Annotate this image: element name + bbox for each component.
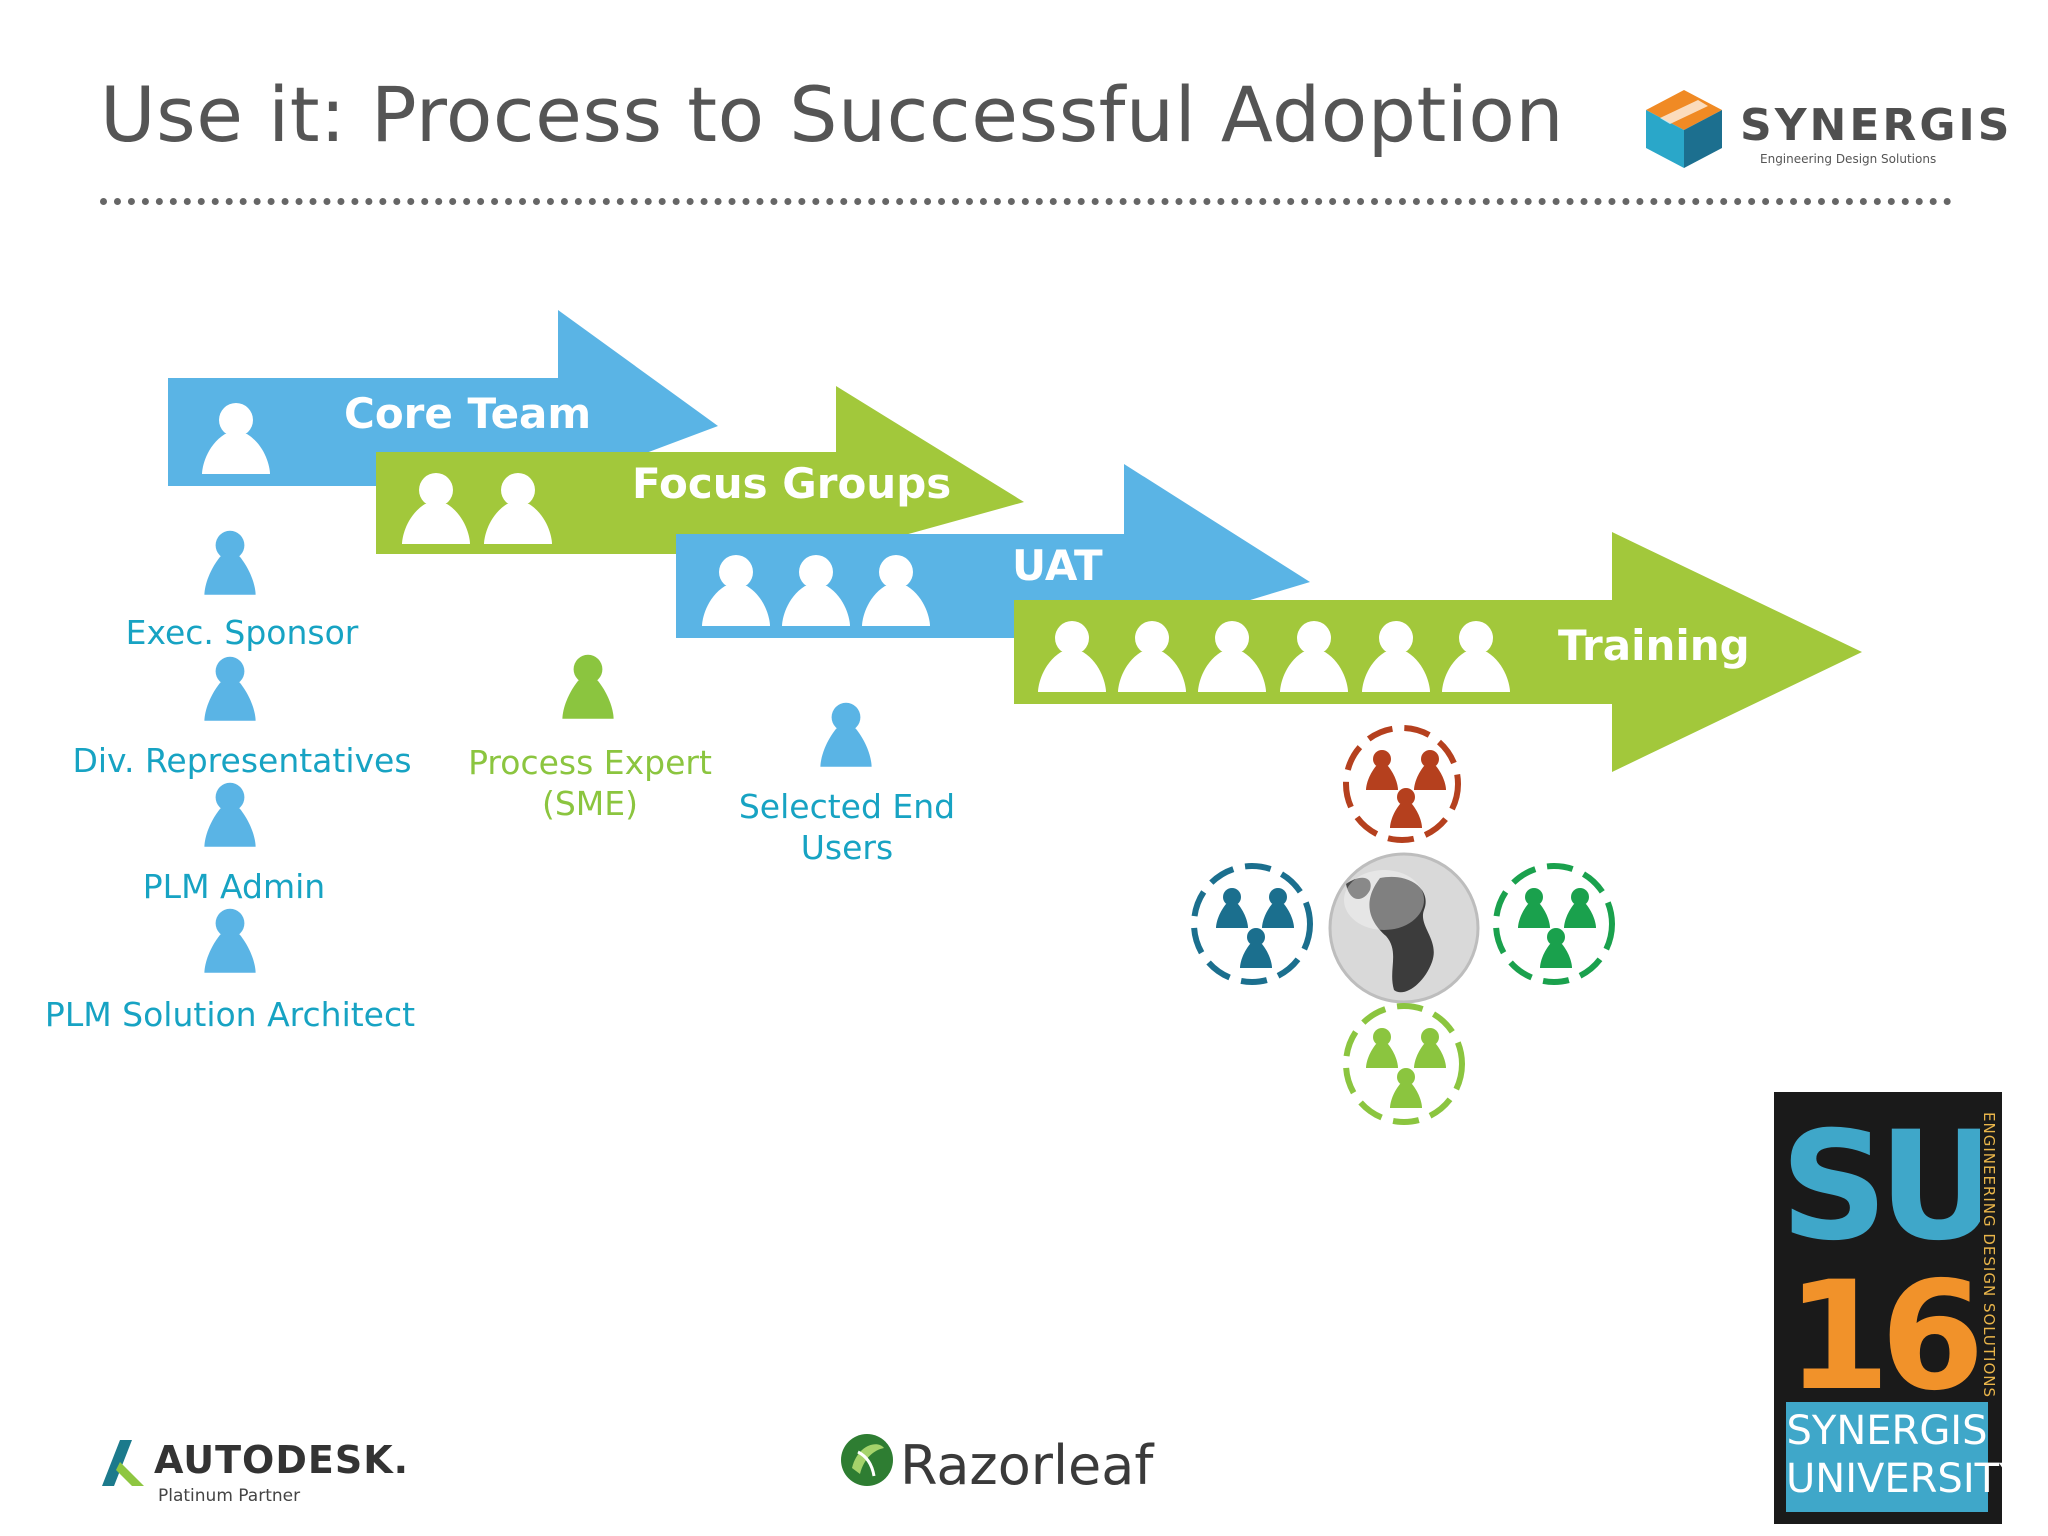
page-title: Use it: Process to Successful Adoption xyxy=(100,70,1565,159)
role-selected-end-users: Selected End Users xyxy=(732,786,962,869)
stage-label-uat: UAT xyxy=(1012,541,1103,590)
role-process-expert-line2: (SME) xyxy=(541,784,639,824)
synergis-cube-icon xyxy=(1646,90,1722,168)
razorleaf-logo: Razorleaf xyxy=(838,1428,1158,1508)
role-plm-admin: PLM Admin xyxy=(142,867,326,906)
su-name-line2: UNIVERSITY xyxy=(1786,1456,2024,1502)
stage-label-training: Training xyxy=(1558,621,1750,670)
autodesk-logo: AUTODESK. Platinum Partner xyxy=(98,1436,408,1508)
title-divider xyxy=(100,198,1952,205)
razorleaf-logo-text: Razorleaf xyxy=(900,1434,1154,1497)
autodesk-logo-text: AUTODESK. xyxy=(154,1438,410,1482)
role-end-users-line2: Users xyxy=(800,828,894,868)
globe-icon xyxy=(1328,852,1480,1004)
role-end-users-line1: Selected End xyxy=(738,787,956,826)
synergis-logo-text: SYNERGIS xyxy=(1740,100,2013,151)
end-user-icon xyxy=(820,702,872,767)
group-circle-right xyxy=(1493,863,1615,985)
group-circle-top xyxy=(1343,725,1461,843)
autodesk-partner-text: Platinum Partner xyxy=(158,1486,301,1506)
stage-arrow-training xyxy=(1014,532,1862,772)
synergis-logo-tagline: Engineering Design Solutions xyxy=(1760,152,1937,166)
role-div-representatives: Div. Representatives xyxy=(72,741,412,780)
role-process-expert: Process Expert (SME) xyxy=(460,742,720,825)
su-name-box: SYNERGIS UNIVERSITY xyxy=(1786,1402,2024,1512)
synergis-university-badge: SU 16 ENGINEERING DESIGN SOLUTIONS SYNER… xyxy=(1774,1092,2024,1524)
autodesk-a-icon xyxy=(102,1440,144,1486)
process-expert-icon xyxy=(562,654,614,719)
stage-arrow-core-team xyxy=(168,310,718,486)
su-name-line1: SYNERGIS xyxy=(1786,1408,1988,1454)
stage-label-focus-groups: Focus Groups xyxy=(632,459,951,508)
role-exec-sponsor: Exec. Sponsor xyxy=(125,613,359,652)
su-mark-text: SU xyxy=(1780,1100,1980,1274)
group-circle-left xyxy=(1191,863,1313,985)
group-circle-bottom xyxy=(1343,1003,1465,1125)
stage-label-core-team: Core Team xyxy=(344,389,591,438)
role-plm-solution-architect: PLM Solution Architect xyxy=(44,995,416,1034)
synergis-logo: SYNERGIS Engineering Design Solutions xyxy=(1636,86,2010,172)
su16-mark: SU 16 xyxy=(1780,1100,1980,1398)
razorleaf-leaf-icon xyxy=(841,1434,893,1486)
su-side-text: ENGINEERING DESIGN SOLUTIONS xyxy=(1980,1111,1998,1399)
role-process-expert-line1: Process Expert xyxy=(468,743,712,782)
uat-people-icons xyxy=(702,555,930,626)
su-year-text: 16 xyxy=(1786,1250,1977,1398)
